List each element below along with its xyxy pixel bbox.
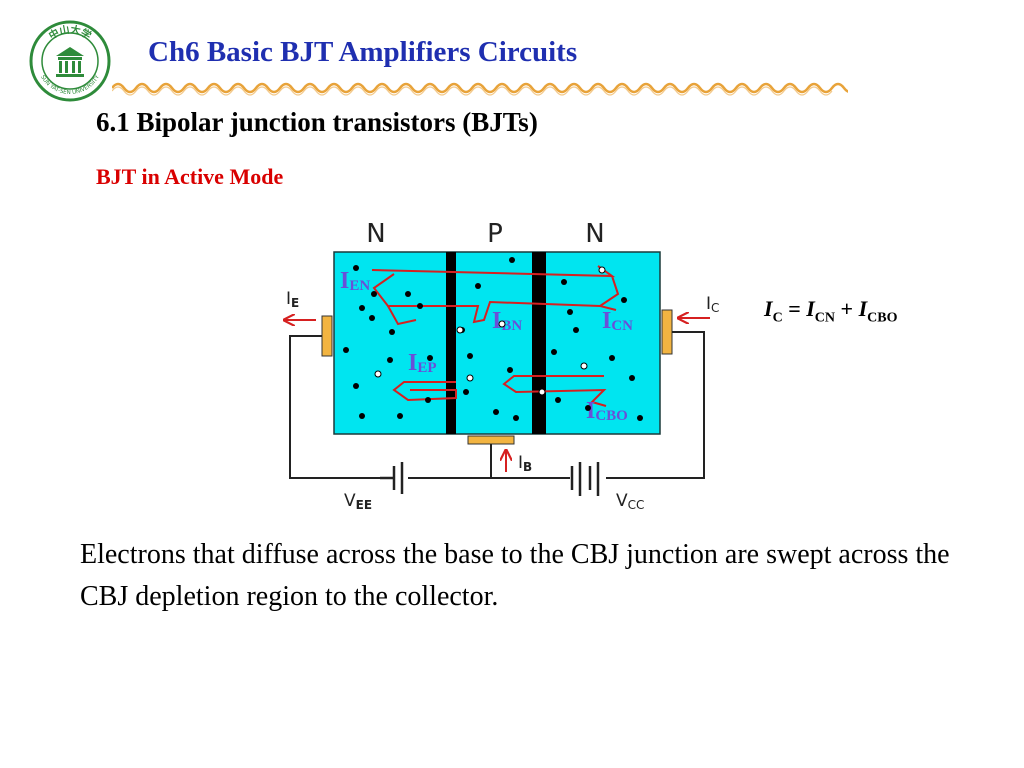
title-divider (112, 82, 848, 96)
iep-arrow (392, 381, 457, 402)
collector-contact (661, 309, 673, 355)
icbo-label: ICBO (586, 398, 628, 424)
ien-label: IEN (340, 268, 370, 294)
emitter-contact (321, 315, 333, 357)
emitter-region-label: N (366, 219, 385, 249)
holes (374, 266, 606, 396)
vee-battery (380, 462, 404, 494)
vee-label: VEE (344, 491, 372, 512)
slide-title: Ch6 Basic BJT Amplifiers Circuits (148, 36, 578, 68)
university-logo: 中山大学 SUN YAT-SEN UNIVERSITY (29, 20, 111, 102)
ibn-label: IBN (492, 308, 522, 334)
collector-region-label: N (585, 219, 604, 249)
external-circuit (289, 331, 705, 479)
explanation-text: Electrons that diffuse across the base t… (80, 539, 950, 612)
collector-current-formula: IC = ICN + ICBO (764, 296, 898, 326)
emitter-base-junction (446, 252, 456, 434)
ic-label: IC (706, 294, 719, 315)
vcc-battery (570, 462, 600, 496)
collector-base-junction (532, 252, 546, 434)
icn-label: ICN (602, 308, 633, 334)
ib-label: IB (518, 453, 532, 474)
base-region-label: P (487, 219, 503, 249)
icbo-arrow (502, 375, 607, 407)
bjt-active-mode-diagram: N P N IE IC IB VEE VCC (270, 219, 719, 512)
subsection-title: BJT in Active Mode (96, 164, 284, 189)
vcc-label: VCC (616, 491, 644, 512)
section-title: 6.1 Bipolar junction transistors (BJTs) (96, 107, 538, 137)
electrons (343, 257, 643, 421)
base-contact (467, 435, 515, 445)
building-icon (56, 47, 84, 77)
semiconductor-block (333, 251, 661, 435)
iep-label: IEP (408, 350, 437, 376)
ien-arrow-tail (387, 305, 417, 326)
ie-label: IE (286, 289, 299, 310)
